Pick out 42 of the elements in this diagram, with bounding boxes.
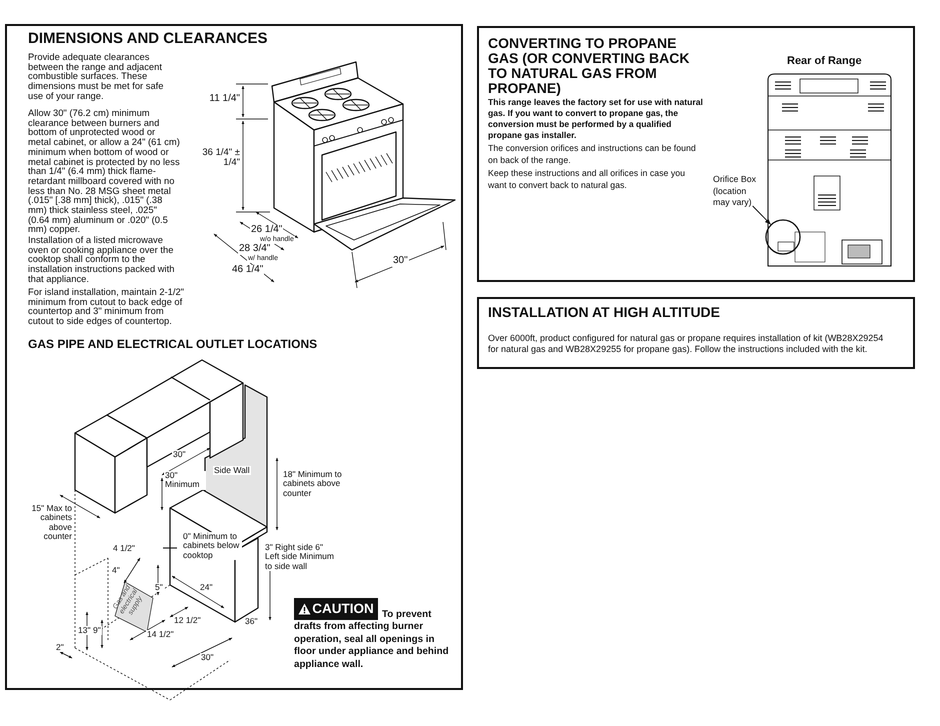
dimension-label: 28 3/4" <box>238 244 272 255</box>
dimension-label: 4" <box>111 566 121 576</box>
section-heading: CONVERTING TO PROPANE GAS (OR CONVERTING BACK TO NATURAL GAS FROM PROPANE) <box>488 36 690 96</box>
body-paragraph: Keep these instructions and all orifices in case you want to convert back to natural gas. <box>488 168 686 191</box>
dimension-label: 4 1/2" <box>112 544 136 554</box>
leader-line <box>752 206 771 225</box>
dimension-label: 30" Minimum <box>164 471 206 490</box>
caution-badge <box>294 598 378 620</box>
body-paragraph: Allow 30" (76.2 cm) minimum clearance between burners and bottom of unprotected wood or metal cabinet, or allow a 24" (61 cm) minimum when bottom of wood or metal cabinet is protected by no less than 1/4" (6.4 mm) thick flame-retardant millboard covered with no less than No. 28 MSG sheet metal (.015" [.38 mm] thick), .015" (.38 mm) thick stainless steel, .025" (0.64 mm) aluminum or .020" (0.5 mm) copper. <box>28 108 180 234</box>
dimension-label: 15" Max to cabinets above counter <box>30 504 72 542</box>
callout-circle <box>765 219 801 255</box>
dimension-label: Side Wall <box>213 466 251 476</box>
callout-text: Orifice Box (location may vary) <box>713 174 758 208</box>
section-panel <box>477 26 915 282</box>
dimension-label: 14 1/2" <box>146 630 175 640</box>
body-paragraph: For island installation, maintain 2-1/2" minimum from cutout to back edge of countertop and 3" minimum from cutout to side edges of countertop. <box>28 287 184 326</box>
dimension-label: 30" <box>200 653 214 662</box>
dimension-label: 46 1/4" <box>231 265 264 276</box>
dimension-label: 5" <box>154 583 164 592</box>
section-panel <box>477 297 915 369</box>
section-heading: INSTALLATION AT HIGH ALTITUDE <box>488 305 722 320</box>
dimension-label: 11 1/4" <box>208 94 240 105</box>
dimension-label: 26 1/4" <box>250 225 284 236</box>
dimension-label: 24" <box>199 583 214 592</box>
body-paragraph: The conversion orifices and instructions can be found on back of the range. <box>488 143 697 166</box>
dimension-label: 30" <box>172 450 186 460</box>
body-paragraph: Installation of a listed microwave oven or cooking appliance over the cooktop shall conform to the installation instructions packed with that appliance. <box>28 235 176 284</box>
body-paragraph: Provide adequate clearances between the range and adjacent combustible surfaces. These dimensions must be met for safe use of your range. <box>28 52 164 101</box>
dimension-label: 0" Minimum to cabinets below cooktop <box>182 532 242 560</box>
drawing-caption: Rear of Range <box>787 56 862 68</box>
section-panel <box>5 24 463 690</box>
section-heading: GAS PIPE AND ELECTRICAL OUTLET LOCATIONS <box>28 337 318 351</box>
dimension-label: 9" <box>92 626 102 636</box>
body-paragraph: Over 6000ft, product configured for natural gas or propane requires installation of kit (WB28X29254 for natural gas and WB28X29255 for propane gas). Follow the instructions included with the kit. <box>488 333 884 354</box>
dimension-label: 30" <box>392 256 409 267</box>
dimension-label: 36 1/4" ± 1/4" <box>201 148 240 169</box>
section-heading: DIMENSIONS AND CLEARANCES <box>28 30 268 47</box>
body-paragraph: This range leaves the factory set for use with natural gas. If you want to convert to propane gas, the conversion must be performed by a qualified propane gas installer. <box>488 97 704 141</box>
dimension-label: 13" <box>77 626 91 636</box>
dimension-label: 36" <box>244 617 258 626</box>
dimension-label: 2" <box>55 643 65 652</box>
dimension-label: 12 1/2" <box>173 616 202 626</box>
